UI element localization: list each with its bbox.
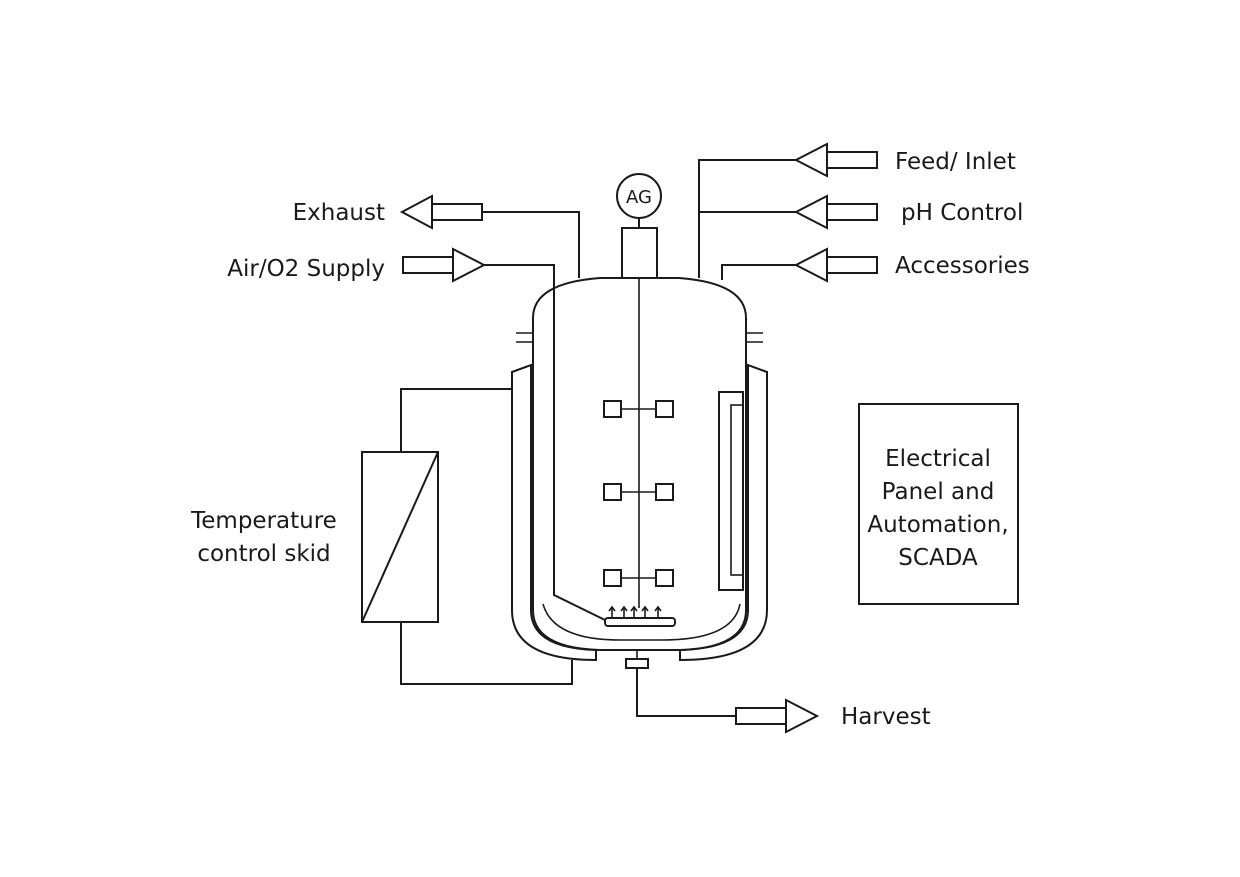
accessories-arrow-icon	[793, 247, 828, 283]
harvest-label: Harvest	[841, 704, 931, 730]
ph-control-arrow-icon	[793, 194, 828, 230]
air-supply-line: Air/O2 Supply	[227, 247, 606, 621]
impeller-bottom	[603, 569, 674, 587]
accessories-line: Accessories	[793, 247, 1030, 283]
temperature-label-line2: control skid	[197, 541, 330, 567]
ph-control-label: pH Control	[901, 200, 1023, 226]
feed-inlet-line: Feed/ Inlet	[793, 142, 1016, 178]
panel-label-line4: SCADA	[898, 545, 978, 571]
exhaust-label: Exhaust	[293, 200, 385, 226]
impeller-top	[603, 400, 674, 418]
panel-label-line3: Automation,	[867, 512, 1008, 538]
feed-inlet-label: Feed/ Inlet	[895, 149, 1016, 175]
sparger	[604, 605, 676, 627]
inlet-manifold	[698, 159, 796, 280]
agitator-motor-icon	[616, 173, 662, 219]
air-supply-arrow-icon	[452, 247, 487, 283]
electrical-panel: Electrical Panel and Automation, SCADA	[858, 403, 1019, 605]
harvest-line: Harvest	[625, 650, 931, 734]
temperature-label-line1: Temperature	[190, 508, 337, 534]
agitator: AG	[603, 173, 674, 608]
ph-control-line: pH Control	[793, 194, 1023, 230]
agitator-label: AG	[626, 187, 652, 208]
temperature-control-skid: Temperature control skid	[190, 388, 573, 685]
feed-inlet-arrow-icon	[793, 142, 828, 178]
harvest-arrow-icon	[785, 698, 820, 734]
air-supply-label: Air/O2 Supply	[227, 256, 385, 282]
panel-label-line2: Panel and	[882, 479, 995, 505]
impeller-middle	[603, 483, 674, 501]
vessel-jacket	[511, 363, 768, 662]
exhaust-line: Exhaust	[293, 194, 580, 278]
sight-glass	[718, 391, 744, 591]
panel-label-line1: Electrical	[885, 446, 991, 472]
exhaust-arrow-icon	[399, 194, 433, 230]
accessories-label: Accessories	[895, 253, 1030, 279]
harvest-valve-icon	[625, 658, 649, 669]
